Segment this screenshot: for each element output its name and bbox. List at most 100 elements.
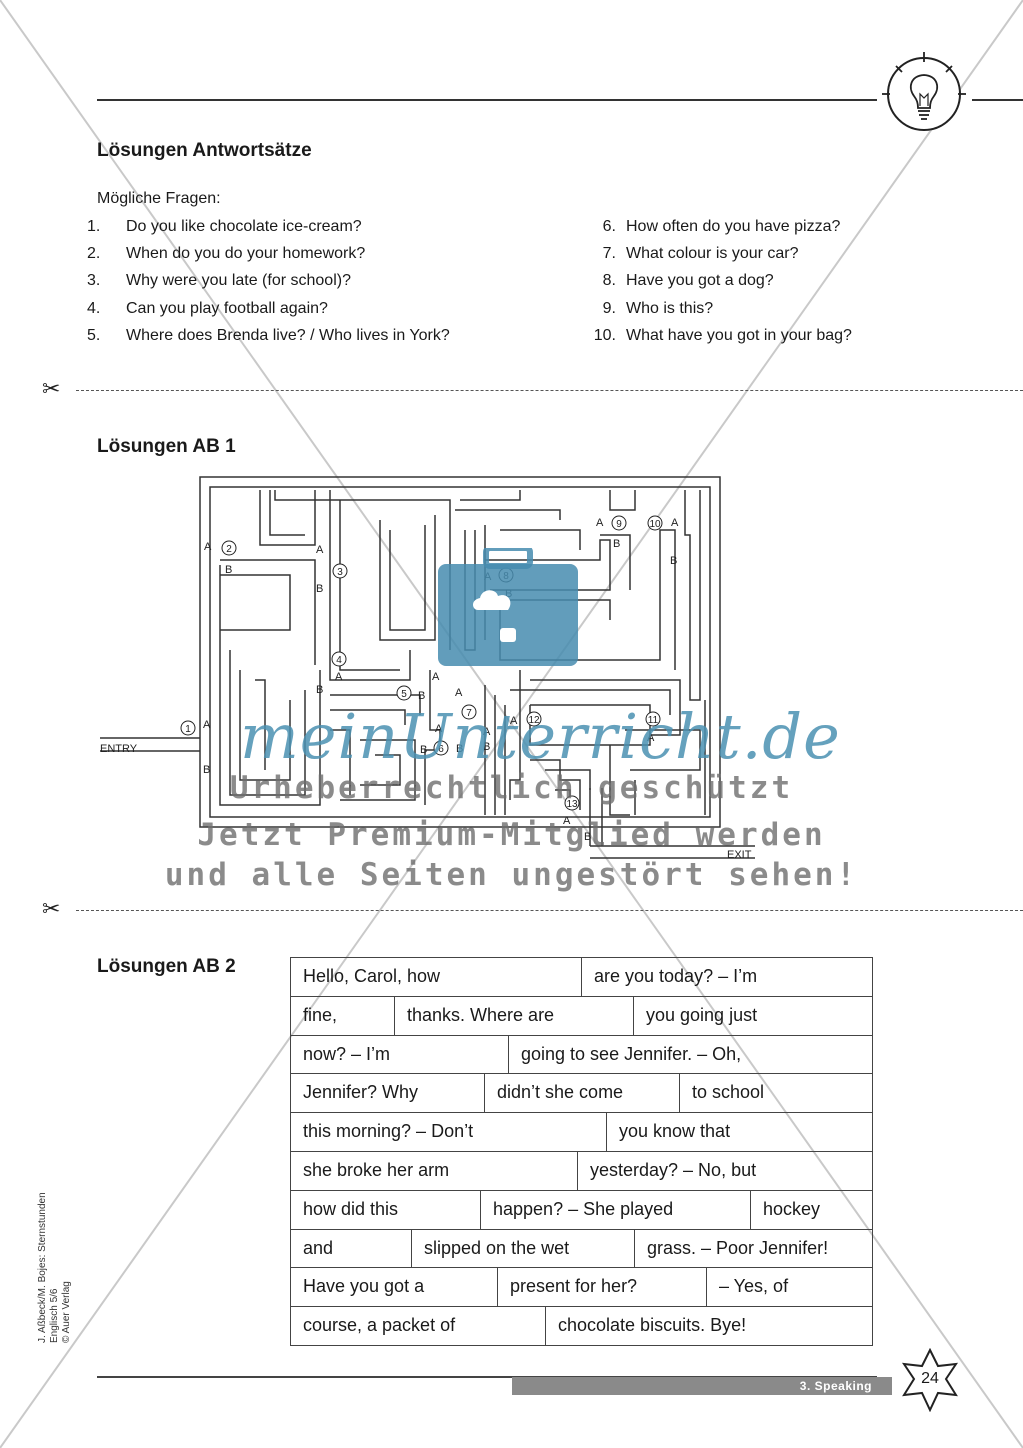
table-row: this morning? – Don’t you know that — [291, 1112, 872, 1151]
maze-label-a: A — [671, 517, 679, 529]
credit-authors: J. Aßbeck/M. Bojes: Sternstunden Englisc… — [37, 1192, 60, 1343]
briefcase-watermark-icon — [438, 548, 578, 666]
maze-marker: 4 — [331, 651, 347, 667]
entry-label: ENTRY — [100, 743, 138, 755]
table-cell: – Yes, of — [706, 1268, 872, 1307]
table-cell: going to see Jennifer. – Oh, — [508, 1035, 872, 1074]
cut-line — [76, 910, 1023, 911]
question-text: What have you got in your bag? — [626, 327, 852, 344]
question-number: 9. — [602, 300, 616, 317]
table-cell: present for her? — [497, 1268, 706, 1307]
publisher-credit: J. Aßbeck/M. Bojes: Sternstunden Englisc… — [37, 1173, 73, 1343]
header-rule — [97, 99, 877, 101]
watermark-brand: meinUnterricht.de — [240, 700, 841, 773]
maze-label-b: B — [420, 744, 427, 756]
table-cell: thanks. Where are — [394, 996, 633, 1035]
question-text: Have you got a dog? — [626, 272, 774, 289]
table-cell: happen? – She played — [480, 1190, 750, 1229]
table-row: Jennifer? Why didn’t she come to school — [291, 1073, 872, 1113]
maze-label-a: A — [203, 719, 211, 731]
question-number: 8. — [602, 272, 616, 289]
maze-label-b: B — [613, 538, 620, 550]
maze-outer-wall — [199, 476, 721, 828]
maze-label-a: A — [647, 732, 655, 744]
maze-label-b: B — [483, 741, 490, 753]
question-number: 10. — [593, 327, 616, 344]
page-number: 24 — [921, 1370, 939, 1387]
watermark-line2[interactable]: Jetzt Premium-Mitglied werden — [197, 817, 826, 853]
maze-marker: 3 — [332, 563, 348, 579]
maze-marker: 2 — [221, 540, 237, 556]
question-number: 3. — [87, 272, 101, 289]
svg-text:3: 3 — [337, 567, 343, 578]
table-cell: to school — [679, 1074, 872, 1113]
maze-marker: 13 — [564, 795, 580, 811]
exit-corridor — [589, 788, 755, 859]
scissors-icon: ✂ — [42, 896, 61, 921]
table-cell: you know that — [606, 1113, 872, 1151]
question-number: 5. — [87, 327, 101, 344]
table-cell: fine, — [303, 1004, 338, 1025]
maze-label-a: A — [435, 723, 443, 735]
svg-text:4: 4 — [336, 655, 342, 666]
question-text: When do you do your homework? — [126, 245, 366, 262]
maze-label-b: B — [418, 690, 425, 702]
maze-marker: 5 — [396, 685, 412, 701]
maze-marker: 7 — [461, 704, 477, 720]
table-cell: Jennifer? Why — [303, 1082, 419, 1103]
maze-marker: 12 — [526, 711, 542, 727]
question-text: Can you play football again? — [126, 300, 328, 317]
watermark-line3: und alle Seiten ungestört sehen! — [164, 857, 859, 893]
scissors-icon: ✂ — [42, 376, 61, 401]
footer-section-label: 3. Speaking — [512, 1377, 892, 1395]
maze-label-a: A — [455, 687, 463, 699]
maze-inner-wall — [209, 486, 711, 818]
maze-label-b: B — [584, 831, 591, 843]
maze-label-b: B — [316, 583, 323, 595]
question-text: Do you like chocolate ice-cream? — [126, 218, 362, 235]
entry-corridor — [100, 737, 200, 752]
question-number: 2. — [87, 245, 101, 262]
maze-label-b: B — [456, 743, 463, 755]
maze-label-b: B — [203, 764, 210, 776]
question-number: 4. — [87, 300, 101, 317]
maze-label-a: A — [335, 671, 343, 683]
table-row: and slipped on the wet grass. – Poor Jen… — [291, 1228, 872, 1268]
table-cell: this morning? – Don’t — [303, 1121, 474, 1142]
table-cell: slipped on the wet — [411, 1229, 634, 1268]
table-row: fine, thanks. Where are you going just — [291, 995, 872, 1035]
table-cell: Hello, Carol, how — [303, 966, 441, 986]
table-cell: yesterday? – No, but — [577, 1151, 872, 1190]
star-icon — [901, 1348, 959, 1412]
maze-label-a: A — [510, 715, 518, 727]
section-title-antwortsaetze: Lösungen Antwortsätze — [97, 140, 312, 161]
table-cell: she broke her arm — [303, 1159, 450, 1180]
svg-text:11: 11 — [648, 715, 659, 726]
table-cell: now? – I’m — [303, 1043, 391, 1064]
svg-text:1: 1 — [185, 724, 191, 735]
section-title-ab1: Lösungen AB 1 — [97, 436, 236, 457]
maze-label-b: B — [670, 555, 677, 567]
svg-text:7: 7 — [466, 708, 472, 719]
table-cell: Have you got a — [303, 1276, 425, 1297]
question-text: Who is this? — [626, 300, 714, 317]
maze-label-b: B — [316, 684, 323, 696]
table-row: she broke her arm yesterday? – No, but — [291, 1150, 872, 1190]
header-rule-right — [972, 99, 1023, 101]
question-number: 7. — [602, 245, 616, 262]
credit-publisher: © Auer Verlag — [61, 1281, 72, 1343]
table-cell: and — [303, 1237, 334, 1258]
footer-rule — [97, 1376, 877, 1378]
table-row: now? – I’m going to see Jennifer. – Oh, — [291, 1034, 872, 1074]
maze-marker: 1 — [180, 720, 196, 736]
table-cell: chocolate biscuits. Bye! — [545, 1307, 872, 1345]
maze-marker: 6 — [433, 740, 449, 756]
maze-label-a: A — [563, 815, 571, 827]
maze-label-a: A — [432, 671, 440, 683]
table-cell: didn’t she come — [484, 1074, 679, 1113]
maze-marker: 10 — [647, 515, 663, 531]
table-row: course, a packet of chocolate biscuits. … — [291, 1306, 872, 1345]
table-cell: grass. – Poor Jennifer! — [634, 1229, 872, 1268]
cut-line — [76, 390, 1023, 391]
